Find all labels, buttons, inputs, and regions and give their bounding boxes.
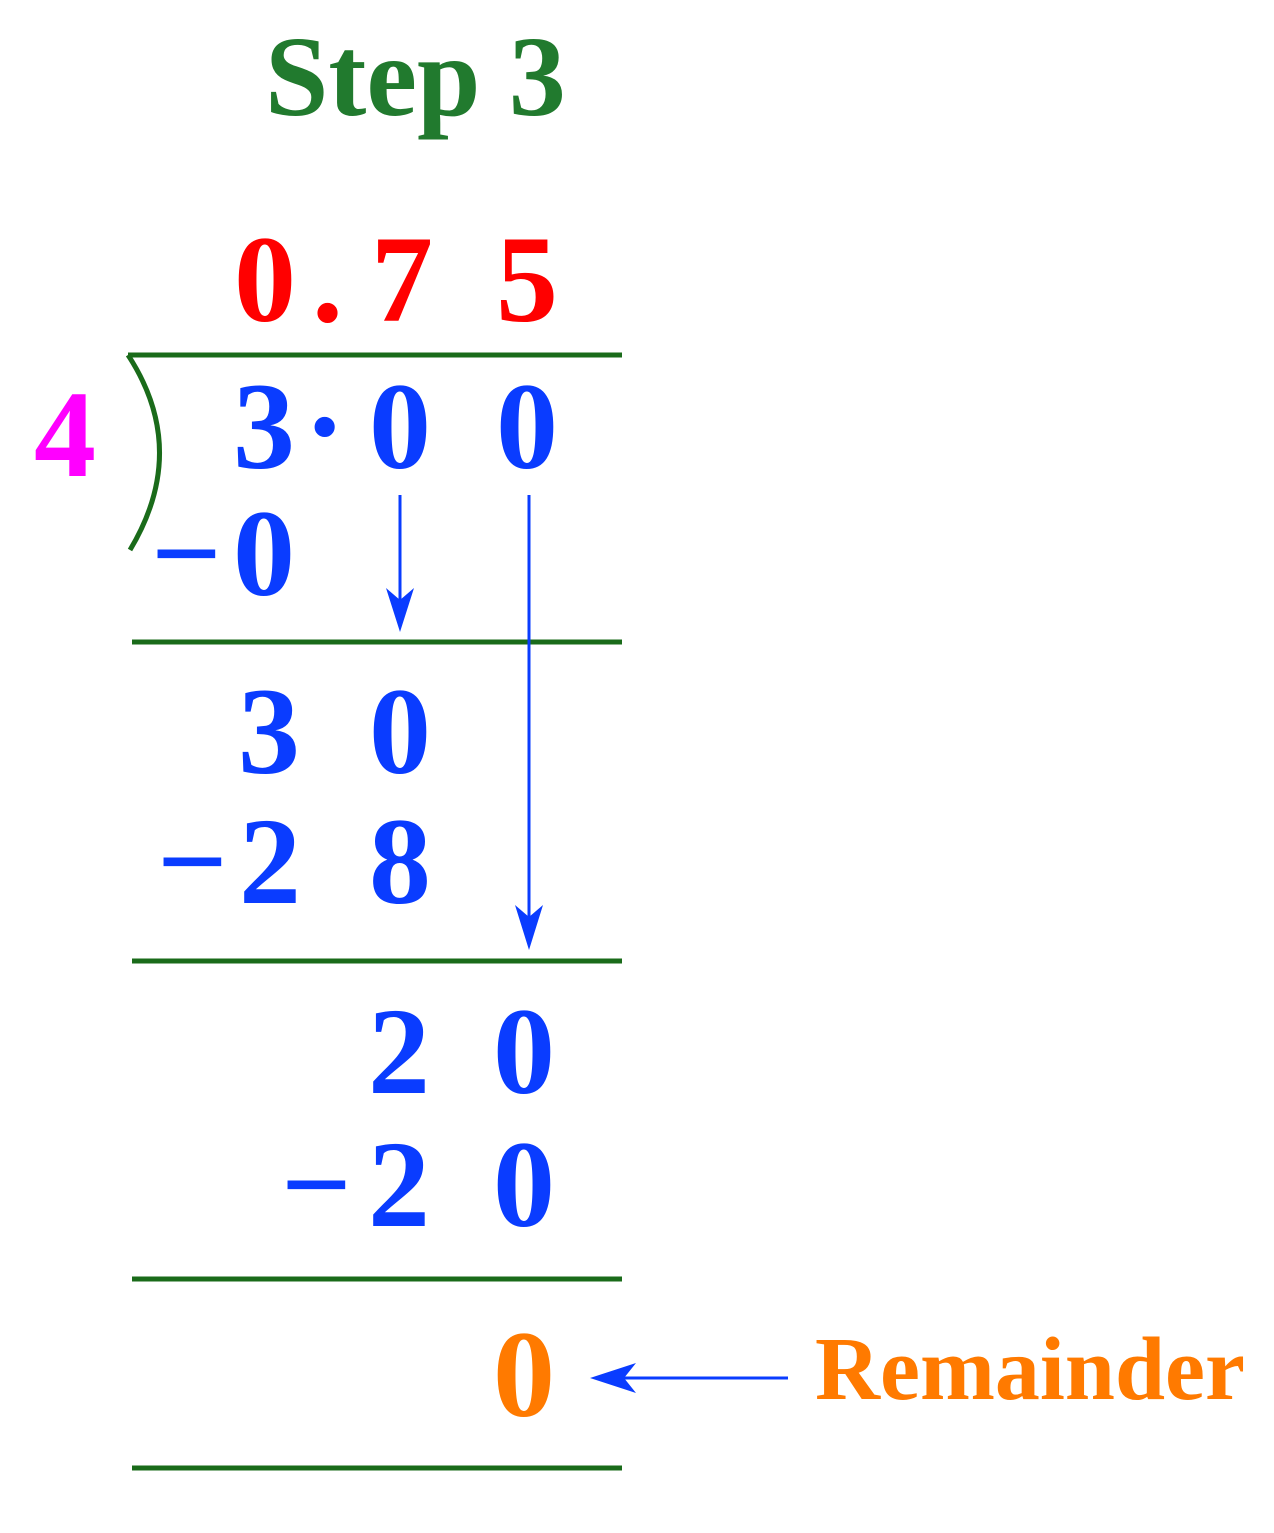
- subtrahend-digit: 8: [369, 793, 431, 930]
- remainder-label: Remainder: [815, 1320, 1245, 1419]
- arrowhead-icon: [386, 588, 414, 632]
- divisor: 4: [34, 366, 96, 503]
- step-title: Step 3: [265, 13, 566, 140]
- dividend-decimal-point: ·: [304, 358, 346, 495]
- quotient-decimal-point: .: [312, 211, 343, 348]
- subtrahend-digit: 0: [493, 1116, 555, 1253]
- minus-sign: −: [151, 485, 222, 622]
- partial-digit: 3: [238, 663, 300, 800]
- quotient-digit: 0: [234, 211, 296, 348]
- partial-digit: 2: [368, 983, 430, 1120]
- partial-digit: 0: [493, 983, 555, 1120]
- arrowhead-icon: [515, 905, 543, 950]
- arrowhead-icon: [590, 1363, 636, 1393]
- quotient-digit: 7: [371, 211, 433, 348]
- minus-sign: −: [157, 793, 228, 930]
- subtrahend-digit: 0: [233, 485, 295, 622]
- dividend-digit: 3: [233, 358, 295, 495]
- subtrahend-digit: 2: [239, 793, 301, 930]
- subtrahend-digit: 2: [368, 1116, 430, 1253]
- quotient-digit: 5: [496, 211, 558, 348]
- division-bracket: [125, 353, 162, 552]
- partial-digit: 0: [369, 663, 431, 800]
- minus-sign: −: [281, 1116, 352, 1253]
- dividend-digit: 0: [496, 358, 558, 495]
- remainder-value: 0: [493, 1306, 555, 1443]
- dividend-digit: 0: [369, 358, 431, 495]
